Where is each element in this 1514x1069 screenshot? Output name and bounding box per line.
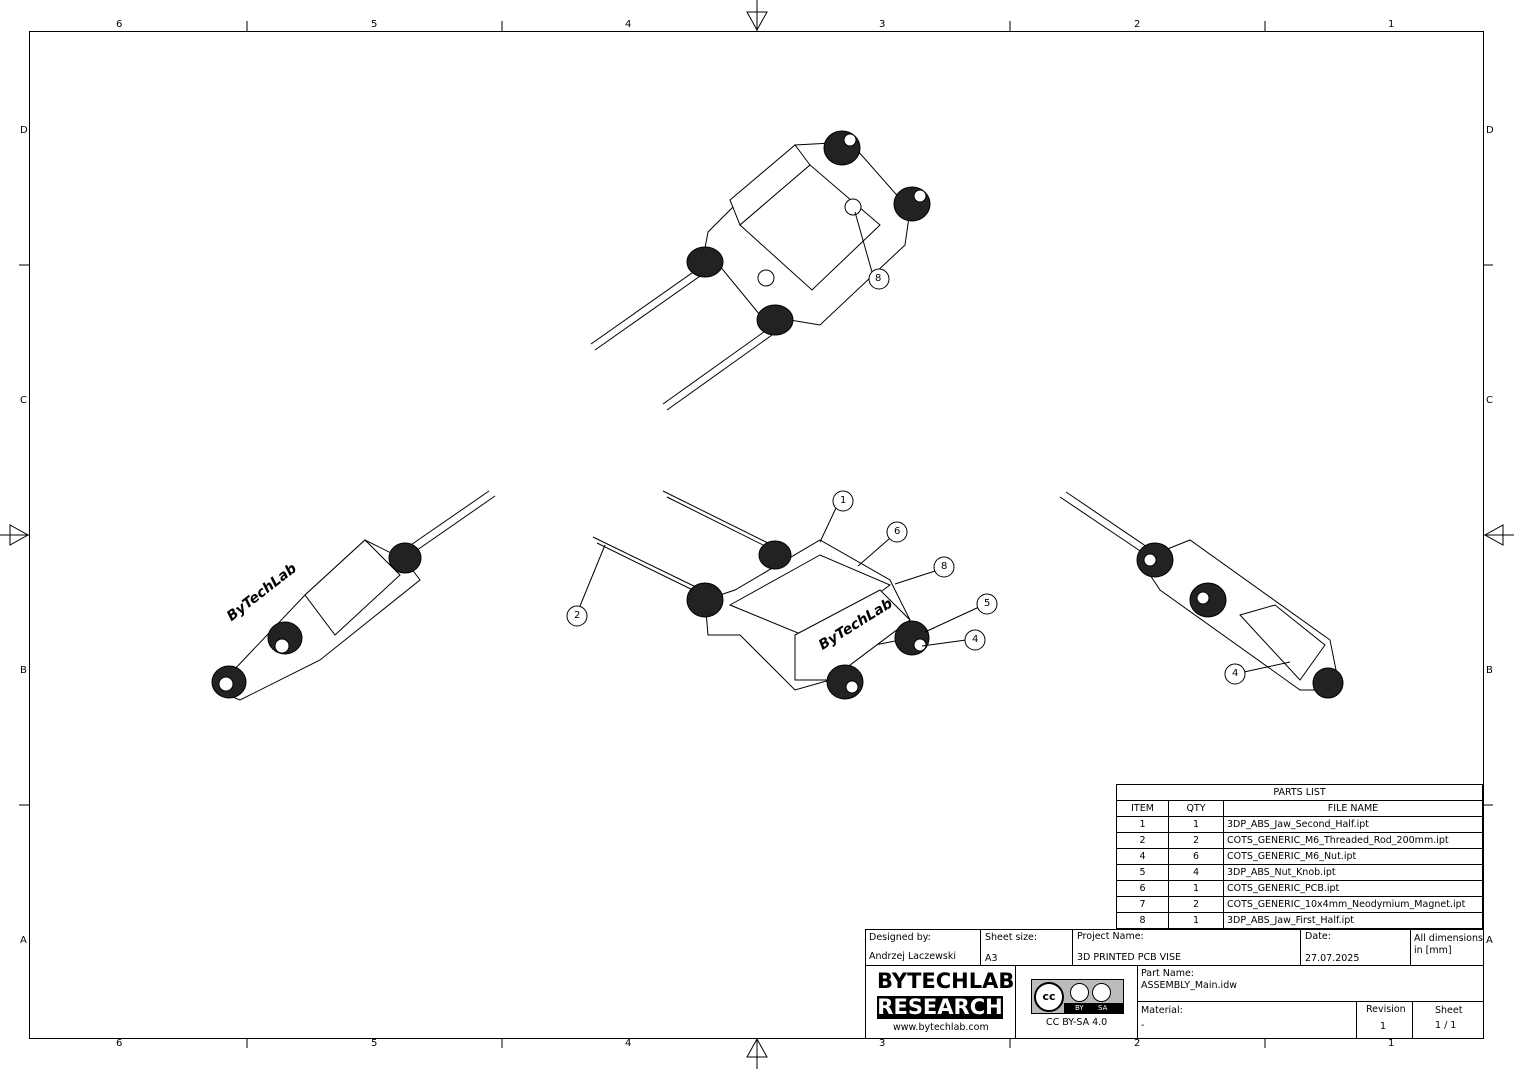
zone-col-5-bottom: 5 <box>371 1038 378 1049</box>
project-name-label: Project Name: <box>1077 931 1144 942</box>
dimensions-note-line2: in [mm] <box>1414 945 1452 956</box>
cell-qty: 1 <box>1168 880 1224 897</box>
zone-col-6-bottom: 6 <box>116 1038 123 1049</box>
right-view-illustration <box>1059 491 1344 699</box>
sheet-size-value: A3 <box>985 953 998 964</box>
by-icon <box>1070 983 1089 1002</box>
cell-qty: 6 <box>1168 848 1224 865</box>
cell-qty: 4 <box>1168 864 1224 881</box>
top-view-illustration <box>590 130 931 411</box>
cell-item: 4 <box>1116 848 1169 865</box>
parts-list-header-item: ITEM <box>1116 800 1169 817</box>
sheet-value: 1 / 1 <box>1435 1020 1457 1031</box>
cell-file: COTS_GENERIC_10x4mm_Neodymium_Magnet.ipt <box>1223 896 1483 913</box>
cc-sa-text: SA <box>1098 1004 1108 1012</box>
zone-row-b-left: B <box>20 665 27 676</box>
designed-by-label: Designed by: <box>869 932 931 943</box>
date-value: 27.07.2025 <box>1305 953 1360 964</box>
balloon-7: 8 <box>875 273 882 284</box>
project-name-value: 3D PRINTED PCB VISE <box>1077 952 1181 963</box>
zone-col-6-top: 6 <box>116 19 123 30</box>
balloon-2: 2 <box>574 610 581 621</box>
cell-item: 6 <box>1116 880 1169 897</box>
zone-row-c-left: C <box>20 395 27 406</box>
part-name-label: Part Name: <box>1141 968 1195 979</box>
parts-list-header-file: FILE NAME <box>1223 800 1483 817</box>
cell-item: 5 <box>1116 864 1169 881</box>
parts-list-title: PARTS LIST <box>1116 784 1483 801</box>
cell-qty: 1 <box>1168 912 1224 929</box>
zone-col-4-top: 4 <box>625 19 632 30</box>
cell-item: 2 <box>1116 832 1169 849</box>
company-website: www.bytechlab.com <box>893 1022 989 1033</box>
revision-label: Revision <box>1366 1004 1406 1015</box>
date-label: Date: <box>1305 931 1331 942</box>
parts-list-header-qty: QTY <box>1168 800 1224 817</box>
sa-icon <box>1092 983 1111 1002</box>
cell-qty: 1 <box>1168 816 1224 833</box>
zone-row-d-left: D <box>20 125 28 136</box>
zone-row-a-right: A <box>1486 935 1493 946</box>
balloon-4-center: 4 <box>972 634 979 645</box>
zone-col-2-bottom: 2 <box>1134 1038 1141 1049</box>
cell-item: 7 <box>1116 896 1169 913</box>
cc-badge-strip: BY SA <box>1064 1003 1123 1013</box>
zone-row-b-right: B <box>1486 665 1493 676</box>
zone-col-4-bottom: 4 <box>625 1038 632 1049</box>
cell-item: 1 <box>1116 816 1169 833</box>
sheet-label: Sheet <box>1435 1005 1463 1016</box>
balloon-8: 8 <box>941 561 948 572</box>
cc-license-badge: cc BY SA <box>1031 979 1124 1014</box>
company-logo-line2: RESEARCH <box>877 995 1003 1019</box>
center-view-illustration <box>592 490 930 700</box>
company-logo-line1: BYTECHLAB <box>877 969 1015 993</box>
dimensions-note-line1: All dimensions <box>1414 933 1483 944</box>
zone-row-d-right: D <box>1486 125 1494 136</box>
zone-row-c-right: C <box>1486 395 1493 406</box>
zone-col-2-top: 2 <box>1134 19 1141 30</box>
material-label: Material: <box>1141 1005 1183 1016</box>
material-value: - <box>1141 1020 1145 1031</box>
revision-value: 1 <box>1380 1021 1387 1032</box>
zone-col-3-bottom: 3 <box>879 1038 886 1049</box>
cell-file: 3DP_ABS_Jaw_First_Half.ipt <box>1223 912 1483 929</box>
zone-col-3-top: 3 <box>879 19 886 30</box>
cell-qty: 2 <box>1168 832 1224 849</box>
zone-col-1-top: 1 <box>1388 19 1395 30</box>
balloon-1: 1 <box>840 495 847 506</box>
balloon-5: 5 <box>984 598 991 609</box>
designed-by-value: Andrzej Laczewski <box>869 951 956 962</box>
zone-col-5-top: 5 <box>371 19 378 30</box>
sheet-size-label: Sheet size: <box>985 932 1038 943</box>
cc-by-text: BY <box>1075 1004 1084 1012</box>
license-text: CC BY-SA 4.0 <box>1046 1017 1108 1028</box>
cell-file: COTS_GENERIC_M6_Nut.ipt <box>1223 848 1483 865</box>
cc-icon: cc <box>1034 982 1064 1012</box>
zone-row-a-left: A <box>20 935 27 946</box>
cell-qty: 2 <box>1168 896 1224 913</box>
cell-file: COTS_GENERIC_PCB.ipt <box>1223 880 1483 897</box>
cell-file: 3DP_ABS_Nut_Knob.ipt <box>1223 864 1483 881</box>
left-view-illustration <box>211 490 496 701</box>
balloon-4-right: 4 <box>1232 668 1239 679</box>
cell-item: 8 <box>1116 912 1169 929</box>
balloon-6: 6 <box>894 526 901 537</box>
cell-file: 3DP_ABS_Jaw_Second_Half.ipt <box>1223 816 1483 833</box>
part-name-value: ASSEMBLY_Main.idw <box>1141 980 1237 991</box>
cell-file: COTS_GENERIC_M6_Threaded_Rod_200mm.ipt <box>1223 832 1483 849</box>
zone-col-1-bottom: 1 <box>1388 1038 1395 1049</box>
